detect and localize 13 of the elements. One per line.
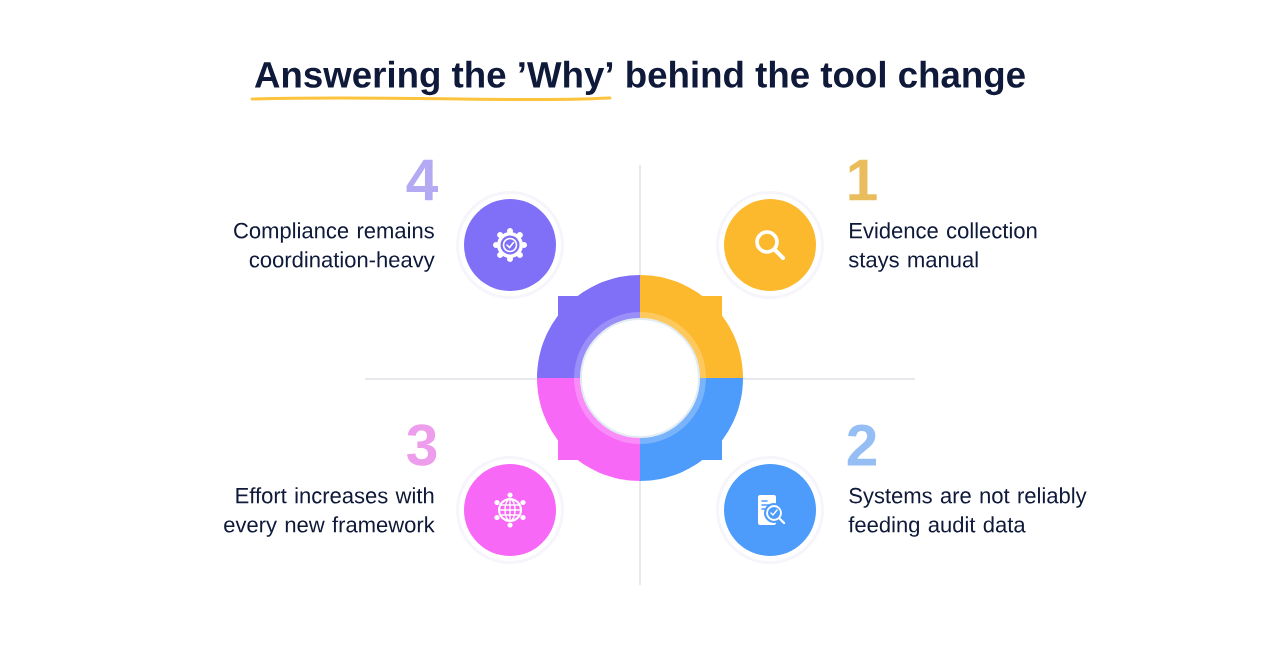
- step-number: 2: [847, 424, 876, 466]
- item-text: Evidence collection stays manual: [848, 222, 1037, 272]
- title: Answering the ’Why’ behind the tool change: [254, 60, 1025, 96]
- icon-circle: [456, 456, 564, 564]
- item-text: Compliance remains coordination-heavy: [234, 222, 435, 272]
- icon-circle: [456, 191, 564, 299]
- step-number: 1: [849, 159, 877, 201]
- icon-circle: [716, 456, 824, 564]
- step-number: 4: [406, 159, 438, 201]
- icon-circle: [716, 191, 824, 299]
- step-number: 3: [407, 424, 437, 466]
- item-text: Effort increases with every new framework: [224, 487, 435, 537]
- item-text: Systems are not reliably feeding audit data: [848, 487, 1087, 537]
